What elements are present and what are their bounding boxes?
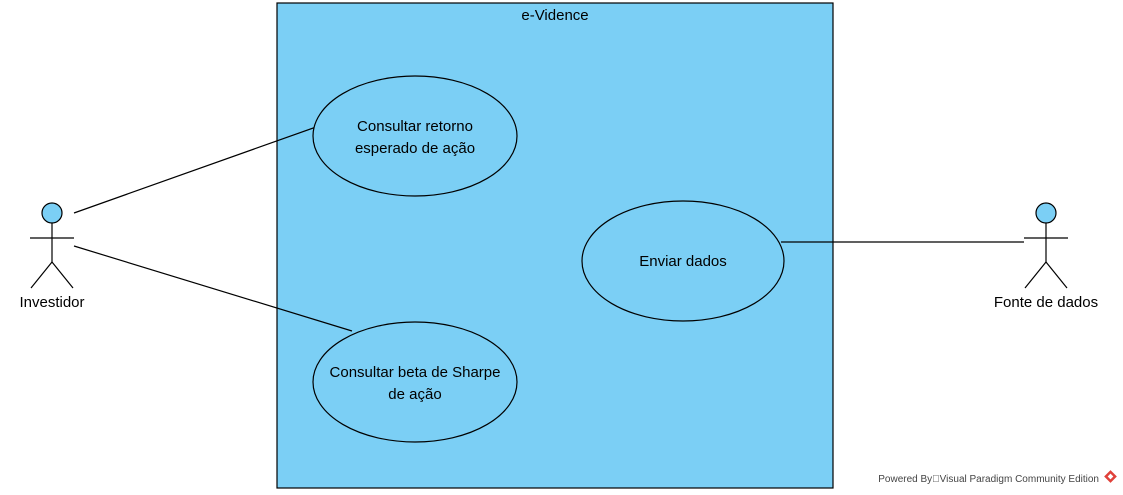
use-case-enviar-dados[interactable]: Enviar dados xyxy=(581,200,785,322)
use-case-consultar-beta[interactable]: Consultar beta de Sharpe de ação xyxy=(312,321,518,443)
system-name: e-Vidence xyxy=(521,7,588,24)
use-case-ellipse xyxy=(581,200,785,322)
visual-paradigm-logo-icon xyxy=(1104,470,1117,483)
use-case-consultar-retorno[interactable]: Consultar retorno esperado de ação xyxy=(312,75,518,197)
use-case-label-line1: Consultar retorno xyxy=(357,118,473,135)
association-investidor-retorno xyxy=(73,126,317,214)
association-investidor-beta xyxy=(73,245,353,332)
use-case-label: Enviar dados xyxy=(639,253,727,270)
watermark-text: Powered By Visual Paradigm Community Edi… xyxy=(878,474,1099,485)
use-case-ellipse xyxy=(312,75,518,197)
actor-label: Investidor xyxy=(19,294,84,311)
watermark: Powered By Visual Paradigm Community Edi… xyxy=(878,470,1117,485)
actor-label: Fonte de dados xyxy=(994,294,1098,311)
actor-fonte-de-dados[interactable]: Fonte de dados xyxy=(994,202,1098,311)
use-case-label-line2: de ação xyxy=(388,386,441,403)
use-case-ellipse xyxy=(312,321,518,443)
use-case-label-line1: Consultar beta de Sharpe xyxy=(330,364,501,381)
actor-investidor[interactable]: Investidor xyxy=(19,202,85,311)
actor-figure-icon xyxy=(30,202,74,289)
use-case-label-line2: esperado de ação xyxy=(355,140,475,157)
actor-figure-icon xyxy=(1024,202,1068,289)
